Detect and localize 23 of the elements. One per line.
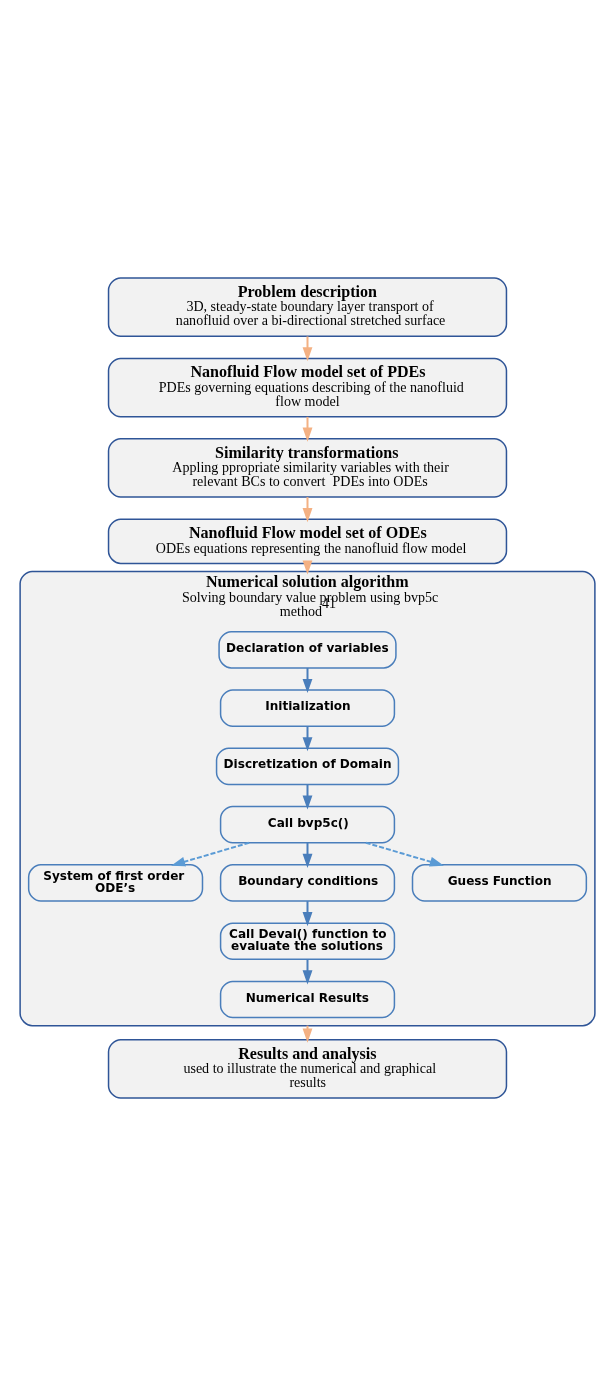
arrow xyxy=(302,901,313,927)
node-box: Call bvp5c() xyxy=(219,805,396,844)
arrow xyxy=(302,726,313,752)
node-box: Discretization of Domain xyxy=(215,747,400,786)
node-box: Declaration of variables xyxy=(218,630,397,669)
node-box: Results and analysis used to illustrate the numerical and graphical results xyxy=(107,1038,508,1099)
arrow xyxy=(302,416,313,442)
arrow xyxy=(302,1025,313,1043)
arrow xyxy=(302,668,313,694)
arrow xyxy=(302,784,313,810)
arrow xyxy=(302,497,313,523)
node-box: Numerical Results xyxy=(219,980,396,1019)
node-box: System of first order ODE’s xyxy=(27,864,204,902)
arrow xyxy=(302,336,313,362)
node-box: Nanofluid Flow model set of PDEs PDEs governing equations describing of the nanofluid flow model xyxy=(107,357,508,418)
node-box: Boundary conditions xyxy=(219,864,396,902)
node-box: Guess Function xyxy=(411,864,588,902)
node-box: Similarity transformations Appling ppropriate similarity variables with their relevant BCs to convert PDEs into ODEs xyxy=(107,438,508,498)
node-box: Initialization xyxy=(219,689,396,727)
node-box: Problem description 3D, steady-state boundary layer transport of nanofluid over a bi-directional stretched surface xyxy=(107,277,508,338)
node-box: Call Deval() function to evaluate the solutions xyxy=(219,922,396,961)
arrow xyxy=(302,959,313,985)
arrow xyxy=(302,842,313,868)
